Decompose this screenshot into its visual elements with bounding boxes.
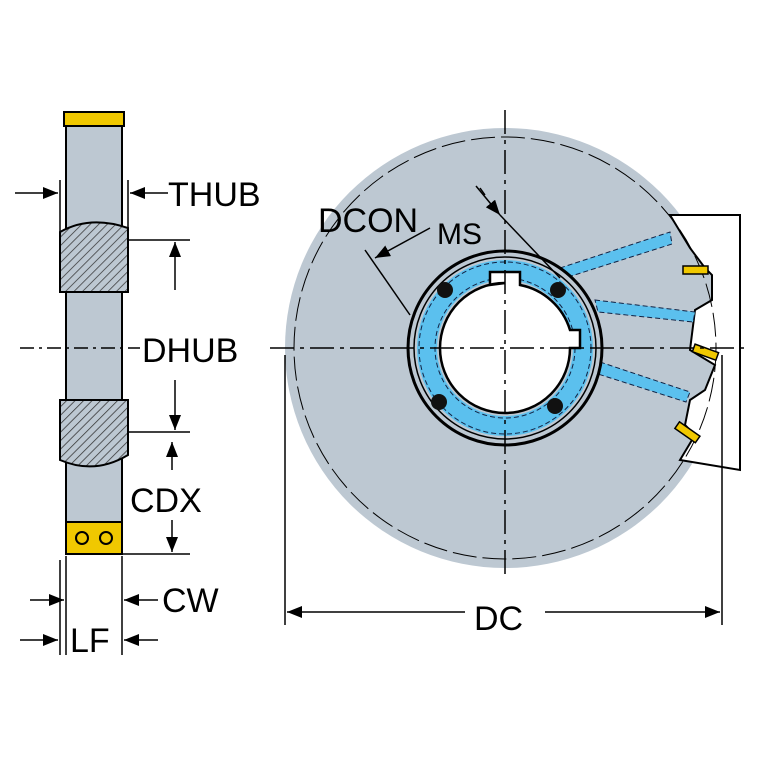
hub-section-bottom (59, 399, 129, 468)
side-view (20, 111, 140, 555)
dhub-label: DHUB (142, 332, 238, 370)
coolant-channel (594, 299, 696, 323)
front-view (270, 110, 750, 580)
cdx-label: CDX (130, 482, 202, 520)
hub-section-top (59, 221, 129, 293)
screw-hole (547, 398, 563, 414)
front-dimensions (284, 185, 723, 625)
lf-label: LF (70, 622, 110, 660)
insert-top (63, 111, 125, 127)
screw-hole (550, 282, 566, 298)
side-dimensions (15, 180, 190, 655)
insert (673, 420, 701, 444)
dc-label: DC (474, 600, 523, 638)
dcon-label: DCON (318, 202, 418, 240)
thub-label: THUB (168, 176, 261, 214)
screw-hole (431, 394, 447, 410)
insert-bottom (65, 521, 123, 555)
cw-label: CW (162, 582, 219, 620)
bore-with-keyways (438, 270, 582, 415)
dcon-subscript: MS (437, 218, 482, 251)
insert (682, 265, 709, 275)
screw-hole (437, 282, 453, 298)
